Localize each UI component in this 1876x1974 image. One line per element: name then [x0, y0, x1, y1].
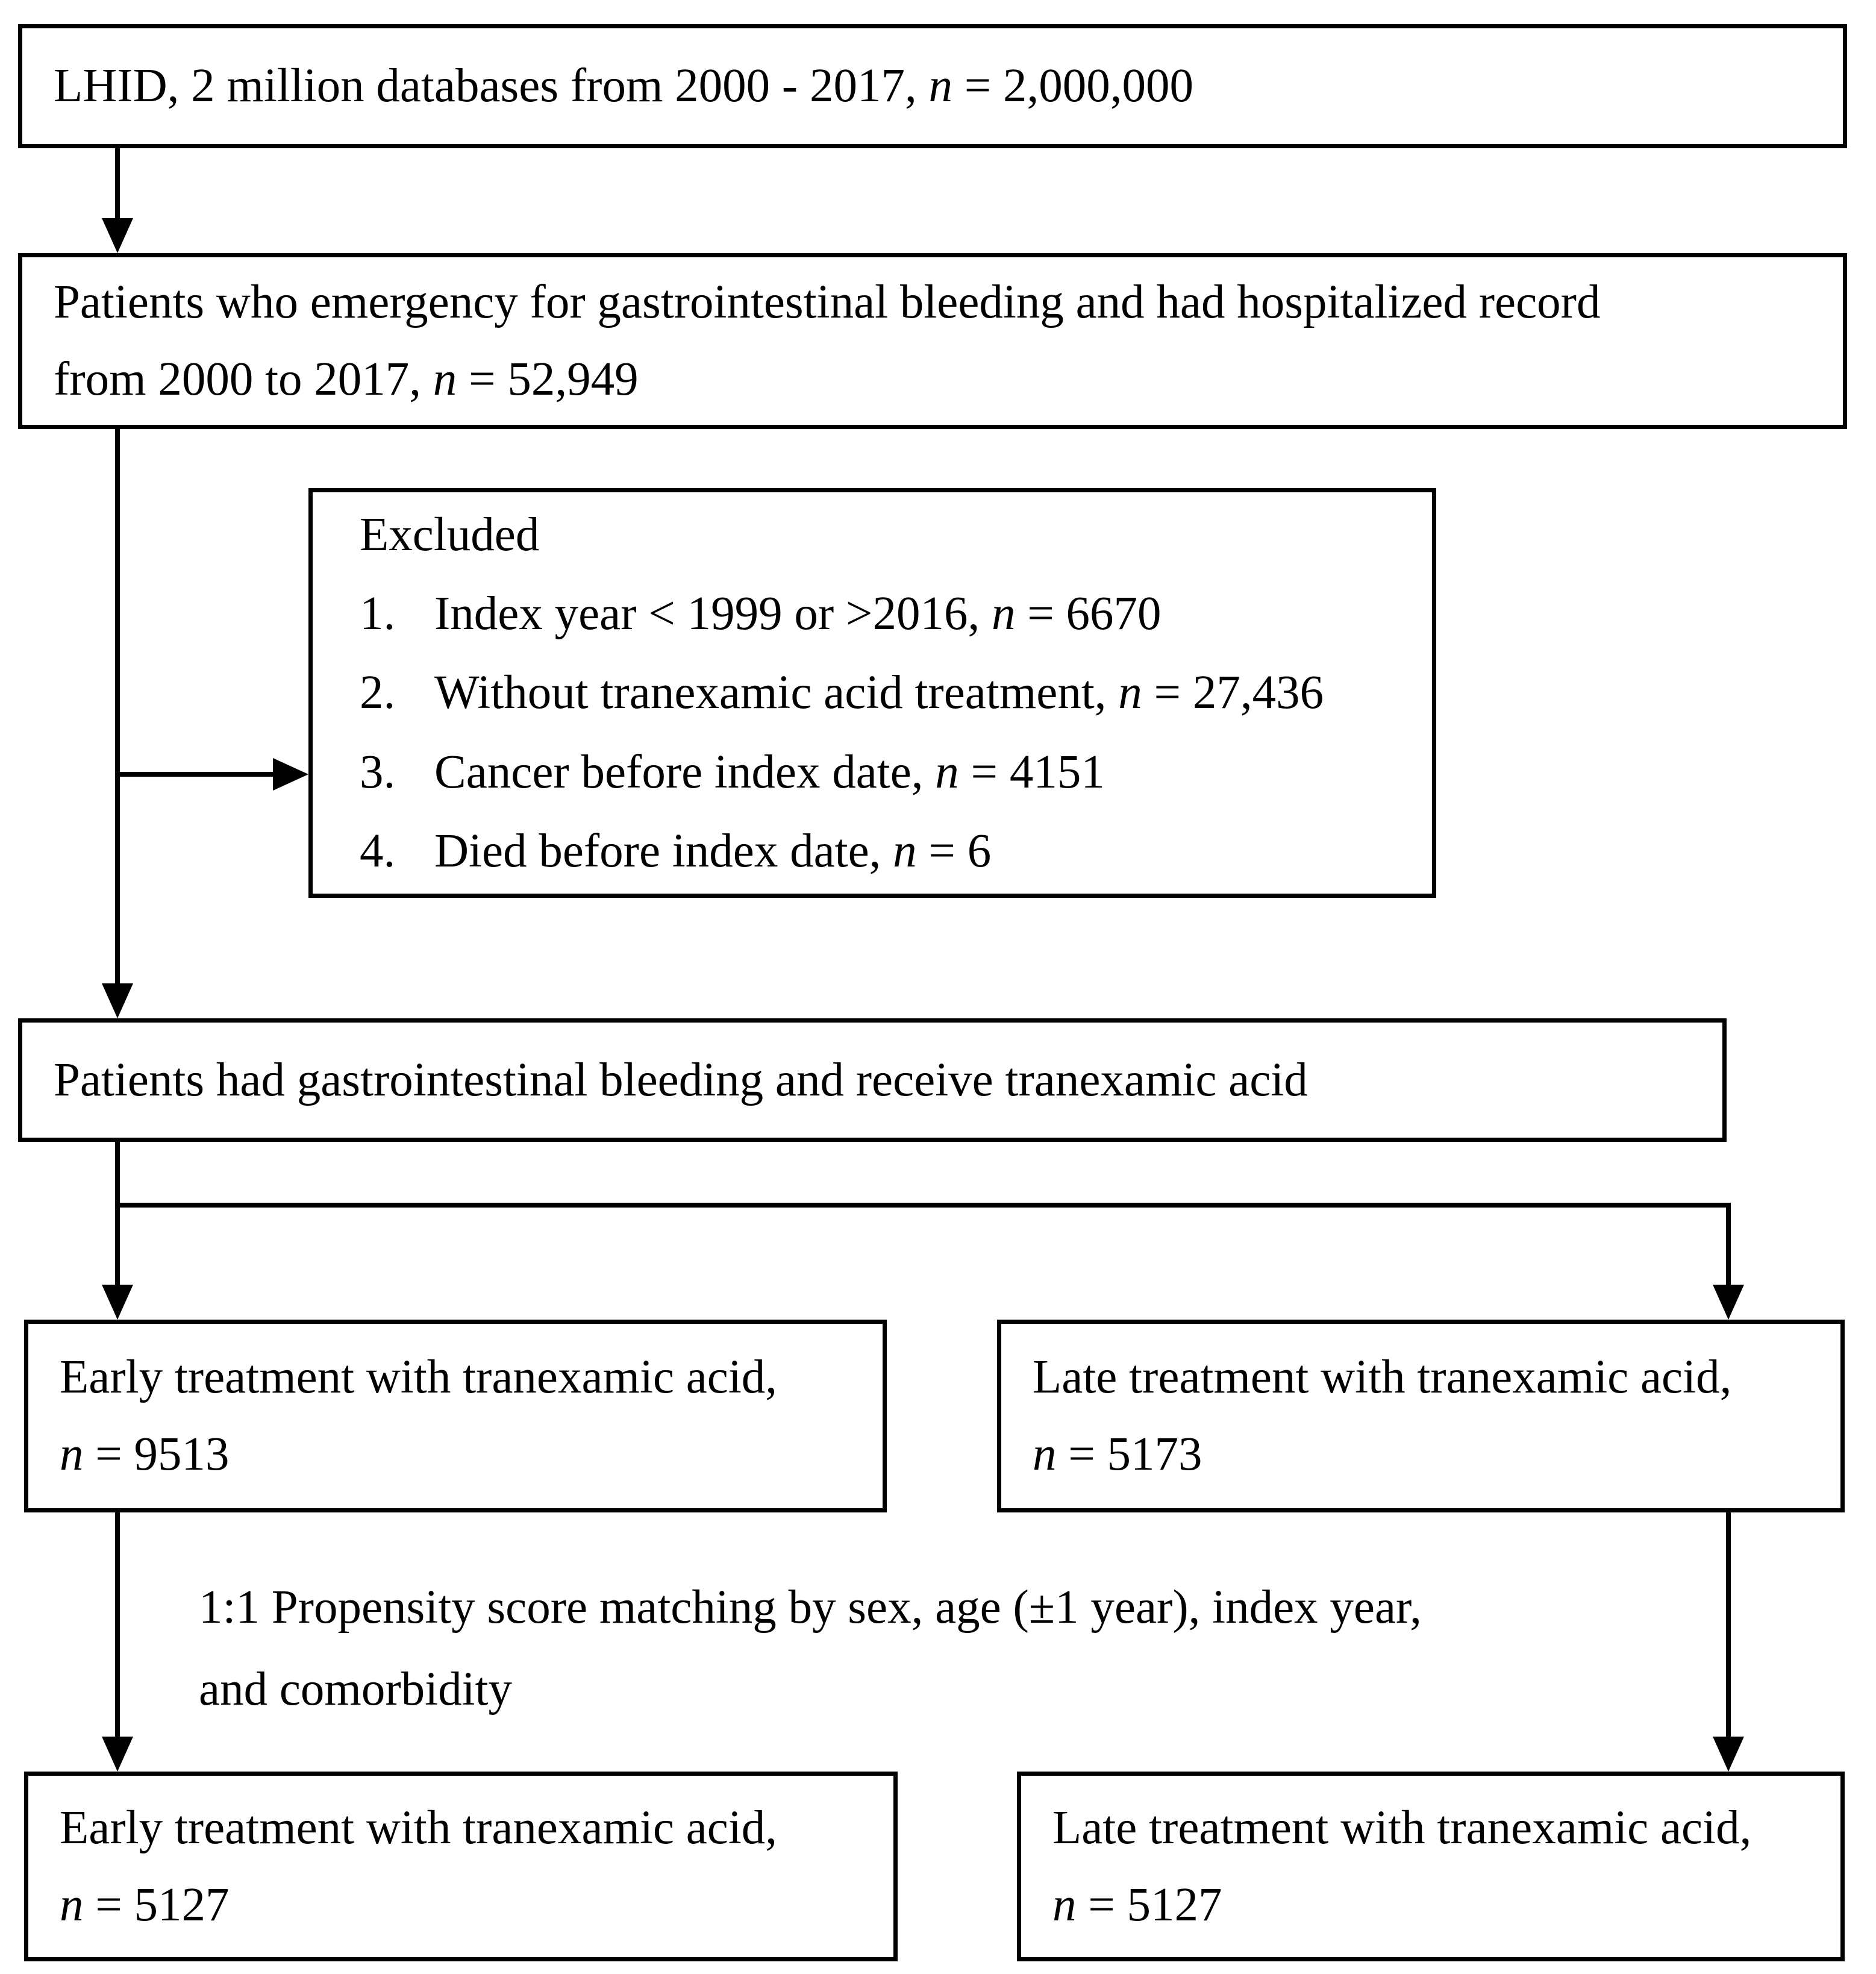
arrowhead-down-icon — [102, 983, 133, 1018]
excluded-item-1-n-italic: n — [991, 588, 1016, 641]
box-lhid-text: LHID, 2 million databases from 2000 - 20… — [22, 48, 1843, 125]
box-gi-line2: from 2000 to 2017, n = 52,949 — [22, 341, 1843, 418]
box-early-treatment-matched: Early treatment with tranexamic acid, n … — [24, 1772, 898, 1961]
excluded-item-4-n-italic: n — [893, 824, 917, 877]
arrowhead-down-icon — [1713, 1285, 1744, 1320]
late-unmatched-n-italic: n — [1033, 1428, 1057, 1480]
lhid-n-italic: n — [928, 60, 952, 113]
connector-to-excluded-line — [115, 772, 273, 777]
propensity-matching-note: 1:1 Propensity score matching by sex, ag… — [199, 1567, 1422, 1731]
box-received-txa: Patients had gastrointestinal bleeding a… — [18, 1018, 1727, 1142]
arrowhead-down-icon — [102, 1737, 133, 1772]
box-late-unmatched-line2: n = 5173 — [1001, 1416, 1840, 1493]
excluded-item-3-number: 3. — [360, 745, 396, 798]
matching-note-line2: and comorbidity — [199, 1662, 512, 1716]
early-unmatched-n-value: = 9513 — [83, 1428, 230, 1480]
connector-early-to-matched-line — [115, 1512, 120, 1737]
box-late-unmatched-line1: Late treatment with tranexamic acid, — [1033, 1351, 1732, 1404]
connector-branch-horizontal-line — [115, 1203, 1731, 1208]
box-received-txa-text: Patients had gastrointestinal bleeding a… — [54, 1053, 1308, 1106]
late-matched-n-value: = 5127 — [1076, 1878, 1222, 1931]
arrowhead-right-icon — [273, 758, 308, 791]
excluded-item-4-number: 4. — [360, 824, 396, 877]
early-matched-n-value: = 5127 — [83, 1878, 230, 1931]
excluded-item-2-n-italic: n — [1118, 666, 1142, 719]
box-gi-bleeding-patients: Patients who emergency for gastrointesti… — [18, 253, 1847, 429]
box-early-matched-line2: n = 5127 — [28, 1867, 893, 1944]
connector-txa-to-early-line — [115, 1142, 120, 1286]
excluded-item-2-n-value: = 27,436 — [1142, 666, 1324, 719]
excluded-item-3: 3. Cancer before index date, n = 4151 — [313, 733, 1432, 812]
gi-n-value: = 52,949 — [457, 353, 639, 406]
excluded-item-3-text: Cancer before index date, — [434, 745, 936, 798]
lhid-text-pre: LHID, 2 million databases from 2000 - 20… — [54, 60, 929, 113]
excluded-item-1: 1. Index year < 1999 or >2016, n = 6670 — [313, 574, 1432, 653]
excluded-item-1-text: Index year < 1999 or >2016, — [434, 588, 992, 641]
box-early-unmatched-line1: Early treatment with tranexamic acid, — [60, 1351, 778, 1404]
excluded-item-4: 4. Died before index date, n = 6 — [313, 812, 1432, 891]
box-late-matched-line1: Late treatment with tranexamic acid, — [1052, 1801, 1752, 1854]
excluded-item-3-n-value: = 4151 — [958, 745, 1105, 798]
connector-lhid-to-gi-line — [115, 148, 120, 218]
gi-text-pre: from 2000 to 2017, — [54, 353, 433, 406]
box-late-treatment-unmatched: Late treatment with tranexamic acid, n =… — [997, 1320, 1845, 1512]
arrowhead-down-icon — [102, 1285, 133, 1320]
excluded-item-1-number: 1. — [360, 588, 396, 641]
early-unmatched-n-italic: n — [60, 1428, 84, 1480]
box-late-matched-line2: n = 5127 — [1021, 1867, 1840, 1944]
box-late-treatment-matched: Late treatment with tranexamic acid, n =… — [1017, 1772, 1845, 1961]
late-matched-n-italic: n — [1052, 1878, 1077, 1931]
gi-n-italic: n — [433, 353, 457, 406]
lhid-n-value: = 2,000,000 — [952, 60, 1194, 113]
excluded-item-4-text: Died before index date, — [434, 824, 893, 877]
excluded-item-2-number: 2. — [360, 666, 396, 719]
matching-note-line1: 1:1 Propensity score matching by sex, ag… — [199, 1581, 1422, 1634]
excluded-item-3-n-italic: n — [935, 745, 959, 798]
box-early-matched-line1: Early treatment with tranexamic acid, — [60, 1801, 778, 1854]
connector-gi-to-txa-line — [115, 429, 120, 983]
arrowhead-down-icon — [1713, 1737, 1744, 1772]
excluded-item-2: 2. Without tranexamic acid treatment, n =… — [313, 653, 1432, 732]
excluded-title: Excluded — [360, 509, 540, 562]
connector-txa-to-late-line — [1726, 1203, 1731, 1285]
excluded-item-4-n-value: = 6 — [916, 824, 992, 877]
box-early-unmatched-line2: n = 9513 — [28, 1416, 883, 1493]
box-lhid-database: LHID, 2 million databases from 2000 - 20… — [18, 24, 1847, 148]
connector-late-to-matched-line — [1726, 1512, 1731, 1737]
box-excluded: Excluded 1. Index year < 1999 or >2016, n… — [308, 488, 1436, 898]
early-matched-n-italic: n — [60, 1878, 84, 1931]
excluded-item-1-n-value: = 6670 — [1015, 588, 1162, 641]
excluded-item-2-text: Without tranexamic acid treatment, — [434, 666, 1119, 719]
arrowhead-down-icon — [102, 218, 133, 253]
late-unmatched-n-value: = 5173 — [1056, 1428, 1202, 1480]
box-early-treatment-unmatched: Early treatment with tranexamic acid, n … — [24, 1320, 887, 1512]
box-gi-line1: Patients who emergency for gastrointesti… — [54, 276, 1601, 329]
